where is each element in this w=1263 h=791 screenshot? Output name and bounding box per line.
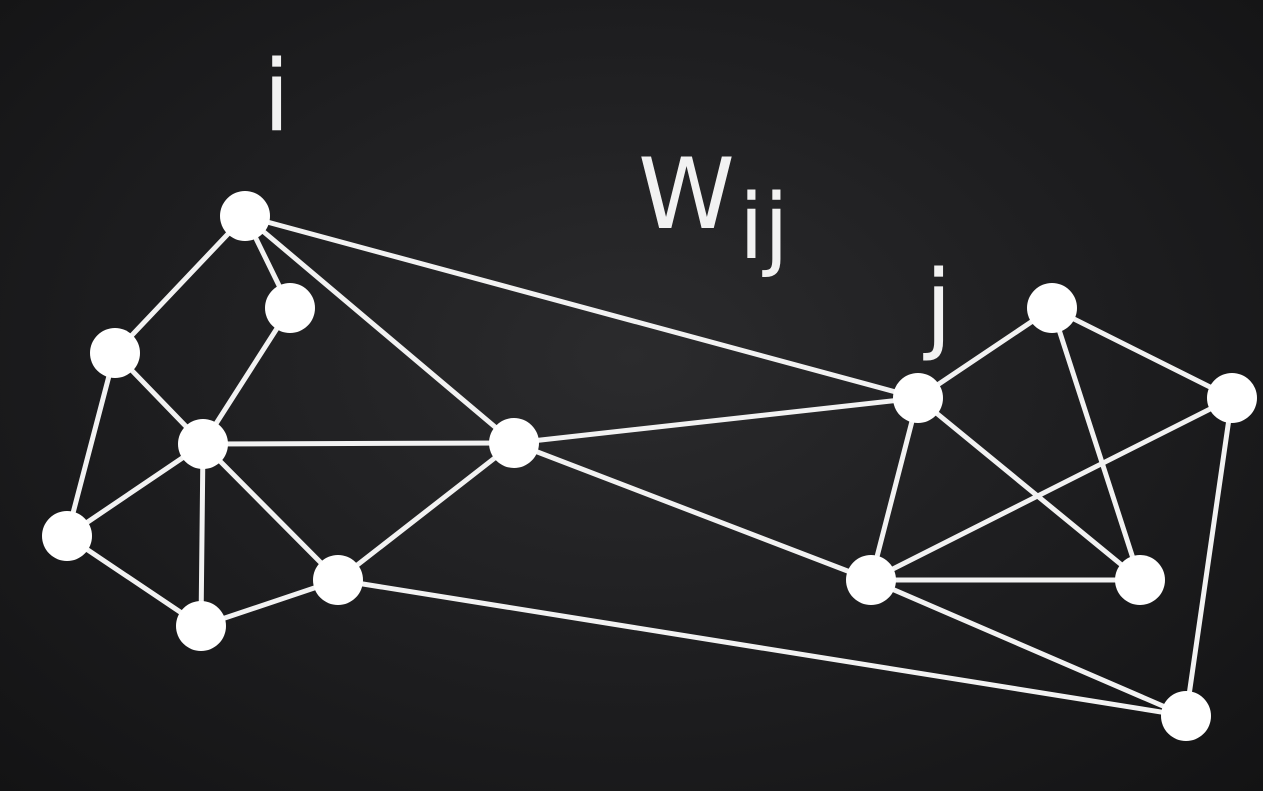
node-n11 [1207,373,1257,423]
node-n2 [90,328,140,378]
edge-n2-n5 [64,350,118,539]
edge-j-n10 [915,305,1055,401]
edge-i-j [242,213,921,401]
node-n16 [1161,691,1211,741]
node-n8 [489,418,539,468]
edge-weight-label: Wij [638,138,789,280]
node-n14 [1115,555,1165,605]
edge-n4-n5 [64,441,206,539]
edge-n4-n6 [198,441,206,629]
edge-n3-n4 [200,305,293,447]
edge-n10-n14 [1049,305,1143,583]
edge-layer [64,213,1235,719]
edge-j-n14 [915,395,1143,583]
edge-i-n8 [242,213,517,446]
edge-n4-n7 [200,441,341,583]
edge-i-n2 [112,213,248,356]
edge-n8-j [511,395,921,446]
edge-n13-n16 [868,577,1189,719]
edge-n5-n6 [64,533,204,629]
node-n5 [42,511,92,561]
edge-n7-n16 [335,577,1189,719]
node-n13 [846,555,896,605]
edge-n7-n8 [335,440,517,583]
node-i [220,191,270,241]
node-j-label: j [923,250,952,364]
edge-j-n13 [868,395,921,583]
node-layer [42,191,1257,741]
edge-n10-n11 [1049,305,1235,401]
node-n6 [176,601,226,651]
node-n10 [1027,283,1077,333]
edge-n11-n16 [1183,395,1235,719]
node-j [893,373,943,423]
weight-subscript: ij [739,175,789,280]
node-n7 [313,555,363,605]
node-n4 [178,419,228,469]
node-i-label: i [263,40,290,154]
node-n3 [265,283,315,333]
edge-n11-n13 [868,395,1235,583]
edge-n4-n8 [200,440,517,447]
edge-n8-n13 [511,440,874,583]
